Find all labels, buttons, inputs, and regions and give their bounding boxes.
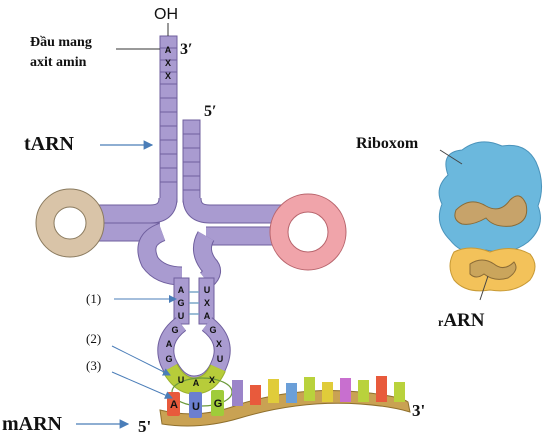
loop-right-base-2: X <box>216 339 222 349</box>
mrna-base <box>250 385 261 405</box>
prime-3-mrna: 3' <box>412 401 425 420</box>
rrna-main: ARN <box>443 310 484 331</box>
mrna-base <box>358 380 369 402</box>
rrna-prefix: r <box>438 315 444 329</box>
codon-letter-3: G <box>214 398 223 410</box>
stem-left-base-2: G <box>177 298 184 308</box>
marker-3-arrow <box>111 371 173 399</box>
mrna-base <box>286 383 297 403</box>
codon-letter-2: U <box>192 401 200 413</box>
loop-right-base-3: U <box>217 354 224 364</box>
marker-2-arrow <box>111 345 171 376</box>
loop-left-base-3: G <box>165 354 172 364</box>
anticodon-stem-right <box>198 277 215 325</box>
anticodon-base-1: U <box>178 375 185 385</box>
mrna-base <box>304 377 315 401</box>
loop-left-base-2: A <box>166 339 173 349</box>
loop-left-base-1: G <box>171 325 178 335</box>
acceptor-end-label-line-1: Đầu mang <box>30 35 92 50</box>
anticodon-base-2: A <box>193 378 200 388</box>
codon-letter-1: A <box>170 399 178 411</box>
prime-5-top: 5′ <box>204 103 217 120</box>
acceptor-end-label-line-2: axit amin <box>30 55 87 70</box>
anticodon-base-3: X <box>209 375 215 385</box>
acceptor-base-3: X <box>165 71 171 81</box>
mrna-strand: A U G <box>159 376 411 427</box>
marker-2-label: (2) <box>86 331 101 346</box>
mrna-base <box>376 376 387 402</box>
mrna-base <box>232 380 243 406</box>
mrna-base <box>268 379 279 403</box>
marker-3-label: (3) <box>86 358 101 373</box>
loop-right-base-1: G <box>209 325 216 335</box>
stem-left-base-1: A <box>178 285 185 295</box>
prime-5-mrna: 5' <box>138 417 151 436</box>
rrna-label: rARN <box>438 310 485 331</box>
trna-label: tARN <box>24 133 75 155</box>
stem-left-base-3: U <box>178 311 185 321</box>
ribosome-large-subunit <box>438 141 542 253</box>
mrna-base <box>340 378 351 402</box>
acceptor-base-2: X <box>165 58 171 68</box>
oh-label: OH <box>154 6 178 23</box>
stem-right-base-1: U <box>204 285 211 295</box>
stem-right-base-3: A <box>204 311 211 321</box>
ribosome-label: Riboxom <box>356 135 419 152</box>
codon-base-3 <box>211 390 224 416</box>
trna-molecule: A X X A G U U X A G A G G X U U A X <box>35 35 347 407</box>
acceptor-base-1: A <box>165 45 172 55</box>
marker-1-label: (1) <box>86 291 101 306</box>
mrna-base <box>322 382 333 402</box>
stem-right-base-2: X <box>204 298 210 308</box>
ribosome <box>438 141 542 301</box>
mrna-label: mARN <box>2 413 63 435</box>
prime-3-top: 3′ <box>180 41 193 58</box>
codon-base-2 <box>189 392 202 418</box>
mrna-base <box>394 382 405 402</box>
